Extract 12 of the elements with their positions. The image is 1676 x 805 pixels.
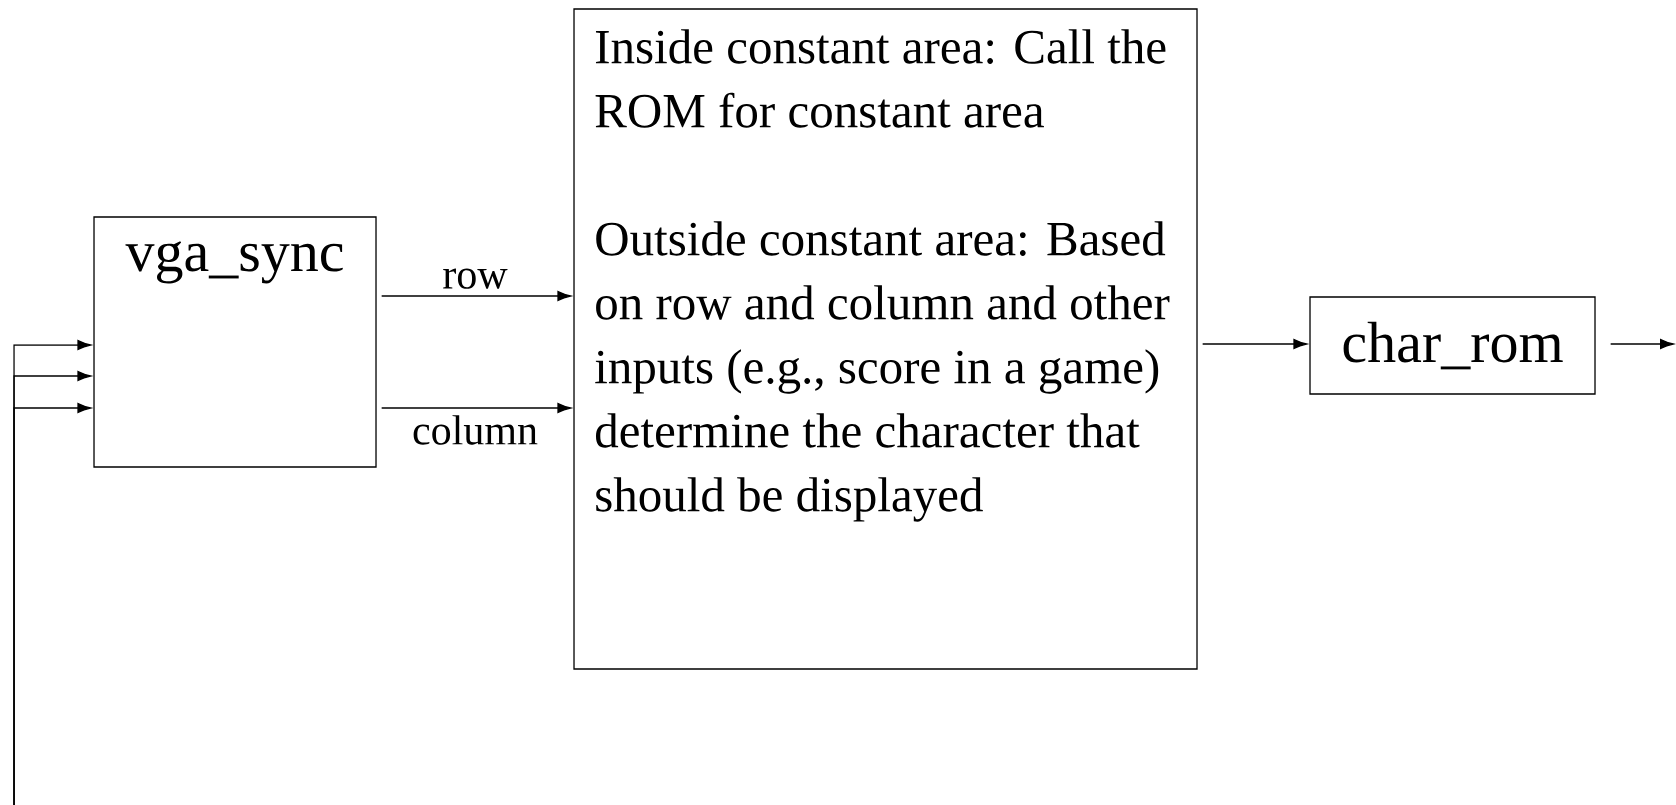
arrow — [1202, 338, 1308, 350]
arrow — [1610, 338, 1674, 350]
box-text: Inside constant area: Call the ROM for constant area Outside constant area: Based on row and column and other inputs (e.g., score in a game) determine the character that should be displayed — [595, 29, 1170, 522]
block-label: char_rom — [1343, 321, 1563, 370]
block-label: vga_sync — [125, 241, 343, 284]
block-box — [573, 8, 1198, 670]
edge-label: row — [443, 268, 508, 289]
arrow — [381, 290, 572, 302]
arrow — [381, 402, 572, 414]
block-box — [93, 216, 377, 468]
edge-label: column — [413, 415, 538, 445]
block-box — [1309, 296, 1596, 395]
